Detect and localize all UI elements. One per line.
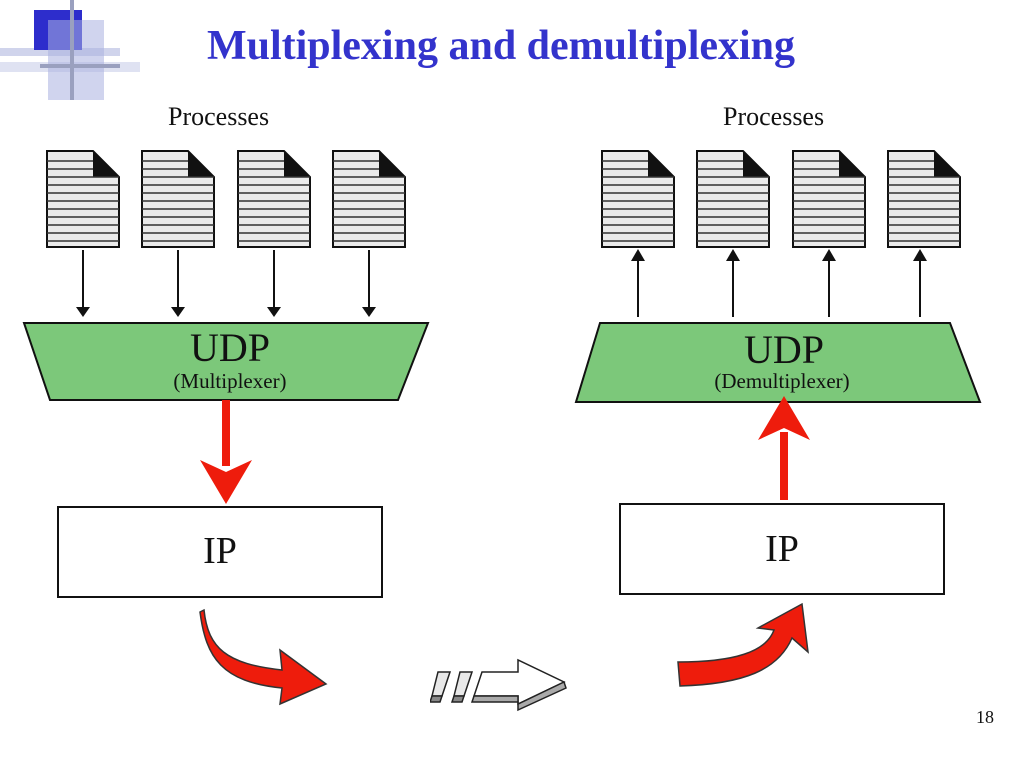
document-icon — [887, 150, 961, 248]
left-ip-box — [57, 506, 383, 598]
document-icon — [332, 150, 406, 248]
left-udp-block — [22, 322, 430, 401]
document-icon — [792, 150, 866, 248]
document-icon — [46, 150, 120, 248]
left-udp-role: (Multiplexer) — [173, 369, 287, 393]
document-icon — [696, 150, 770, 248]
right-up-red-arrow — [758, 396, 810, 500]
right-udp-block — [574, 322, 982, 403]
right-udp-role: (Demultiplexer) — [714, 369, 850, 393]
left-udp-label: UDP — [189, 325, 271, 370]
document-icon — [601, 150, 675, 248]
right-udp-label: UDP — [743, 327, 825, 372]
left-curved-red-arrow — [199, 608, 328, 706]
left-ip-label: IP — [203, 530, 237, 572]
right-ip-label: IP — [765, 528, 799, 570]
corner-decoration — [0, 0, 140, 100]
right-process-group — [601, 150, 961, 317]
left-processes-label: Processes — [168, 102, 270, 131]
striped-arrow-icon — [430, 658, 567, 712]
document-icon — [237, 150, 311, 248]
left-process-group — [46, 150, 406, 317]
slide-title: Multiplexing and demultiplexing — [206, 23, 796, 69]
right-curved-red-arrow — [677, 602, 809, 687]
page-number: 18 — [976, 707, 994, 727]
right-processes-label: Processes — [723, 102, 825, 131]
document-icon — [141, 150, 215, 248]
right-ip-box — [619, 503, 945, 595]
left-down-red-arrow — [200, 400, 252, 504]
